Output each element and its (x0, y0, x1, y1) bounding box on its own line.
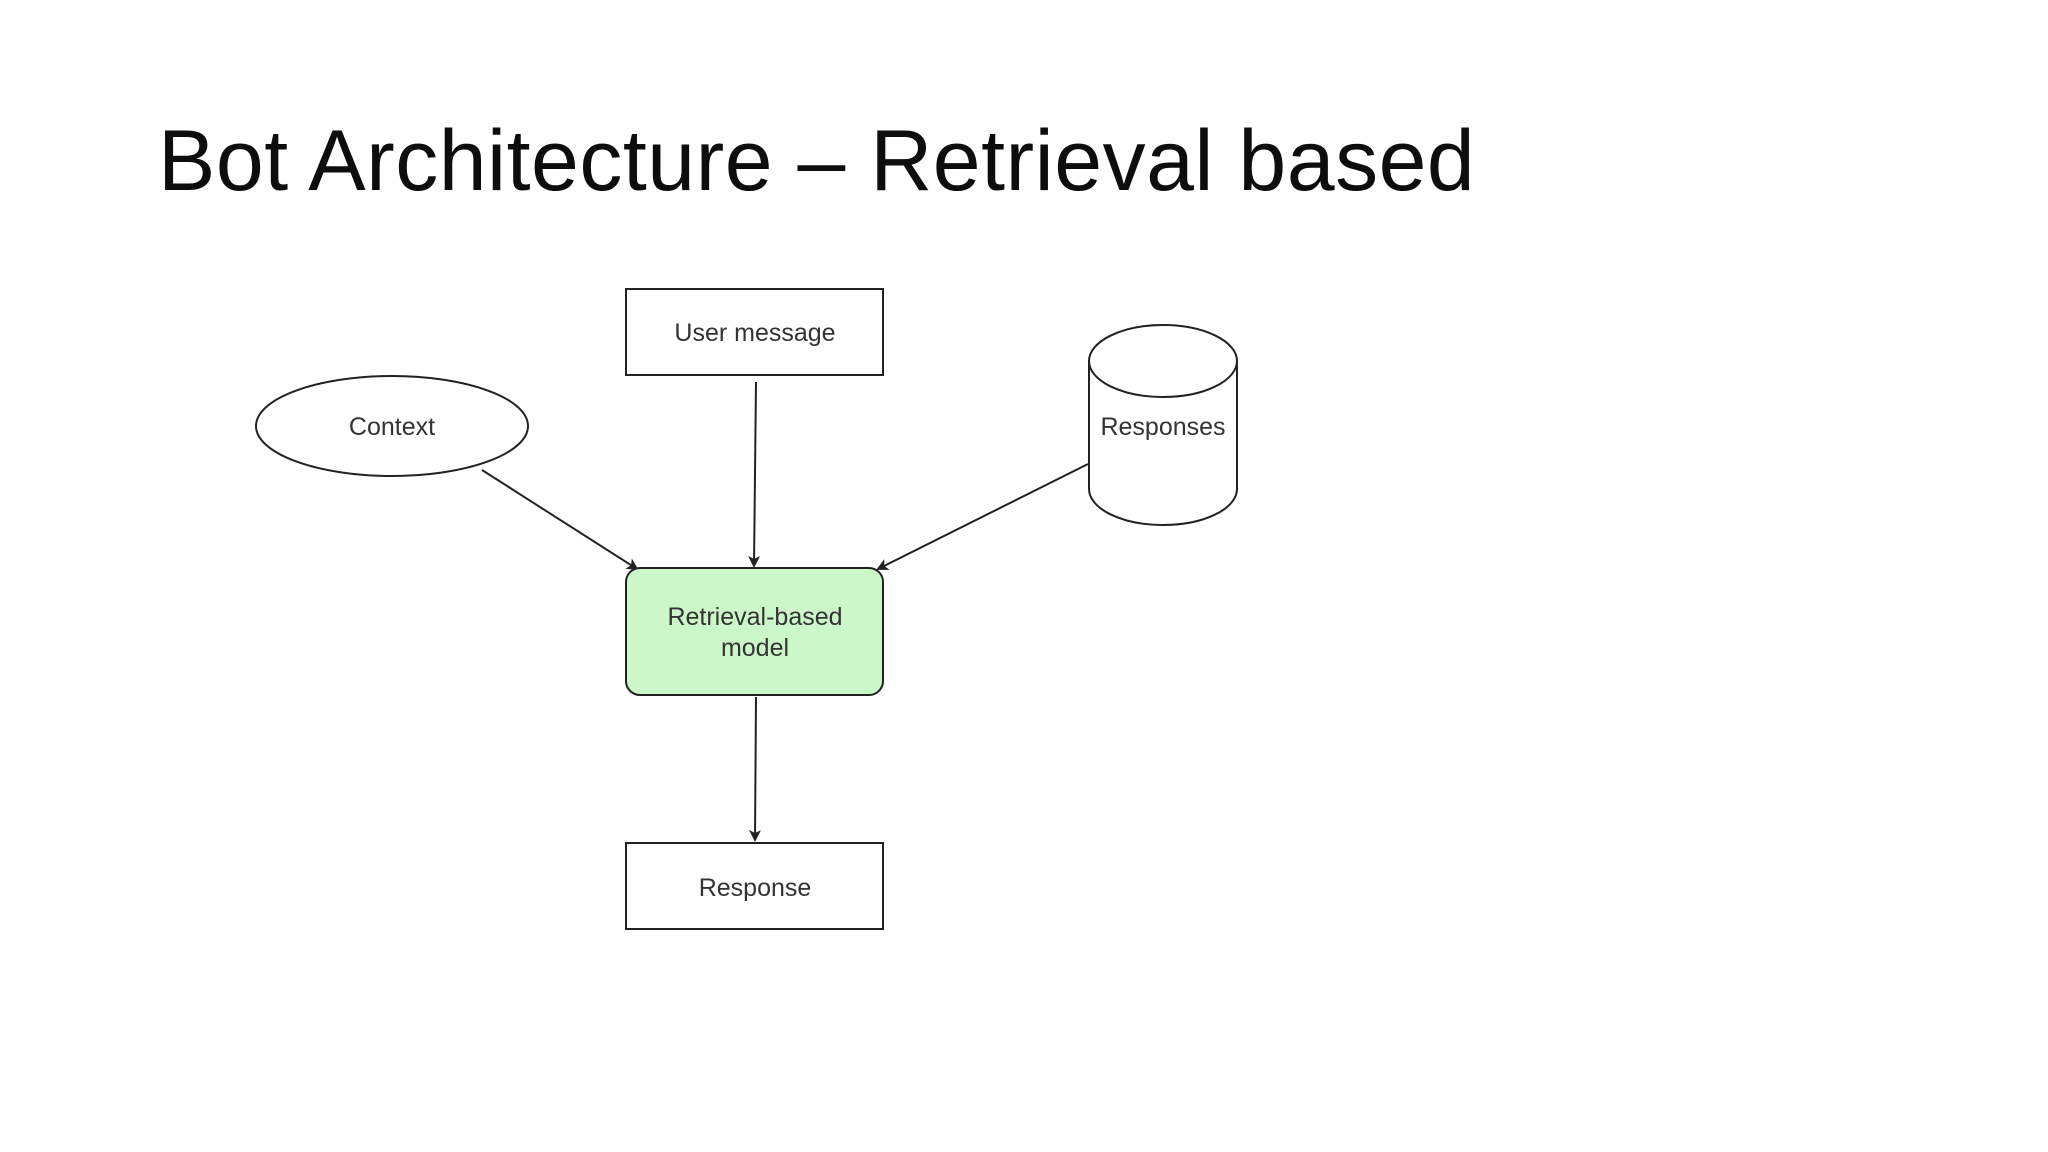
node-context: Context (255, 375, 529, 477)
edge-user-message-to-model (748, 381, 761, 568)
node-context-label: Context (349, 413, 435, 441)
node-responses-label: Responses (1100, 413, 1225, 441)
node-user-message-label: User message (674, 319, 835, 347)
node-model-label-line1: Retrieval-based (667, 603, 842, 631)
edge-context-to-model (481, 469, 639, 571)
slide-title: Bot Architecture – Retrieval based (158, 113, 1476, 209)
node-responses-database: Responses (1088, 324, 1238, 526)
node-model-label-line2: model (721, 634, 789, 662)
node-retrieval-based-model: Retrieval-based model (625, 567, 884, 696)
edge-model-to-response (749, 696, 762, 842)
edge-responses-to-model (876, 463, 1089, 570)
node-response-label: Response (699, 874, 812, 902)
node-user-message: User message (625, 288, 884, 376)
node-response: Response (625, 842, 884, 930)
